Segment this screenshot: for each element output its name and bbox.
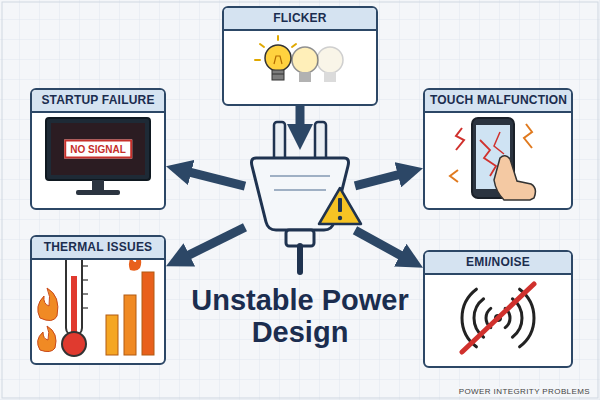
bulb-icon: [255, 36, 343, 82]
thermometer-icon: [38, 252, 154, 356]
problem-box: EMI/NOISE: [423, 250, 573, 368]
problem-box: THERMAL ISSUES: [30, 235, 166, 365]
box-header: STARTUP FAILURE: [32, 90, 164, 113]
box-header: TOUCH MALFUNCTION: [425, 90, 571, 113]
box-header: THERMAL ISSUES: [32, 237, 164, 260]
monitor-icon: [46, 118, 150, 195]
central-cause: Unstable Power Design: [245, 150, 355, 280]
phone-icon: [450, 118, 535, 200]
caption: POWER INTEGRITY PROBLEMS: [457, 387, 592, 396]
screen-message: NO SIGNAL: [64, 140, 132, 159]
effect-arrow: [355, 172, 409, 186]
effect-arrow: [180, 170, 245, 187]
box-header: EMI/NOISE: [425, 252, 571, 275]
problem-box: TOUCH MALFUNCTION: [423, 88, 573, 210]
box-header: FLICKER: [224, 8, 376, 31]
center-title: Unstable Power Design: [182, 284, 418, 349]
warning-icon: [319, 188, 361, 224]
problem-box: FLICKER: [222, 6, 378, 106]
emi-waves-icon: [462, 284, 534, 352]
box-fills: [30, 6, 573, 368]
effect-arrow: [355, 230, 411, 261]
effect-arrow: [296, 106, 305, 136]
effect-arrow: [179, 227, 245, 260]
